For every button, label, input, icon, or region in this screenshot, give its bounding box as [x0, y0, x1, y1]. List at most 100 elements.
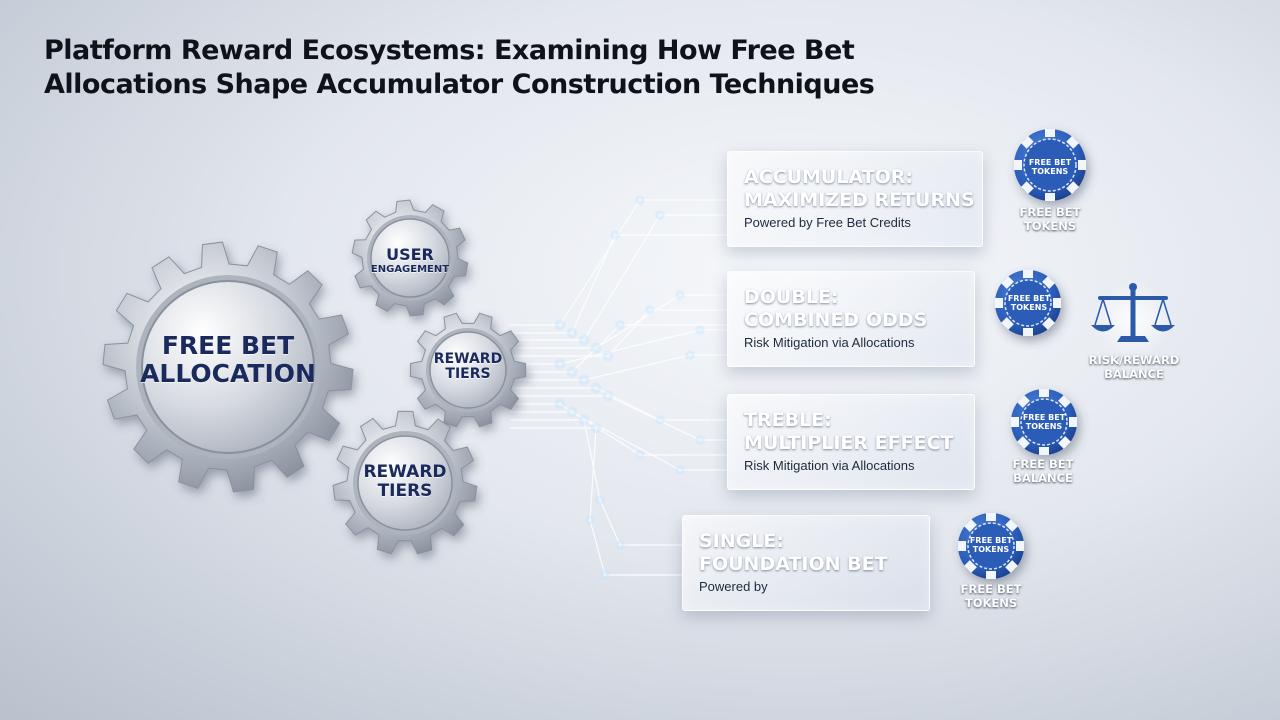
gear-tiers-small-line2: TIERS	[445, 366, 491, 383]
gear-tiers-bottom-line1: REWARD	[363, 462, 447, 482]
circuit-node	[594, 386, 598, 390]
poker-chip-icon	[1014, 129, 1086, 201]
circuit-node	[570, 410, 574, 414]
circuit-node-glow	[554, 398, 566, 410]
card-accumulator: ACCUMULATOR: MAXIMIZED RETURNS Powered b…	[727, 151, 983, 247]
card-accumulator-sub: Powered by Free Bet Credits	[744, 215, 911, 230]
circuit-node-glow	[675, 465, 685, 475]
poker-chip-icon	[958, 513, 1024, 579]
gear-free-bet-allocation	[102, 241, 354, 493]
card-single-line1: SINGLE:	[699, 530, 784, 552]
circuit-node	[570, 331, 574, 335]
card-treble-sub: Risk Mitigation via Allocations	[744, 458, 915, 473]
chip-1-label-line1: FREE BET	[1019, 205, 1081, 219]
circuit-node-glow	[566, 327, 578, 339]
poker-chip-icon	[995, 270, 1061, 336]
circuit-node	[606, 354, 610, 358]
circuit-node-glow	[695, 325, 705, 335]
chip-3-label: FREE BET BALANCE	[993, 457, 1093, 485]
chip-1-label: FREE BET TOKENS	[1000, 205, 1100, 233]
scale-label-line2: BALANCE	[1104, 367, 1164, 381]
circuit-node	[558, 323, 562, 327]
circuit-node-glow	[655, 415, 665, 425]
circuit-node	[570, 370, 574, 374]
circuit-node-glow	[695, 435, 705, 445]
chip-2-face: FREE BET TOKENS	[1004, 294, 1054, 312]
circuit-line	[510, 199, 727, 326]
circuit-node-glow	[578, 334, 590, 346]
card-treble: TREBLE: MULTIPLIER EFFECT Risk Mitigatio…	[727, 394, 975, 490]
circuit-line	[510, 329, 727, 365]
circuit-node	[698, 438, 702, 442]
chip-4-label: FREE BET TOKENS	[941, 582, 1041, 610]
circuit-node-glow	[595, 495, 605, 505]
chip-1-face-line2: TOKENS	[1031, 167, 1069, 176]
circuit-node	[594, 346, 598, 350]
circuit-node	[678, 293, 682, 297]
gear-reward-tiers-bottom	[332, 410, 478, 555]
title-line-2: Allocations Shape Accumulator Constructi…	[44, 69, 875, 100]
gear-main-line1: FREE BET	[161, 331, 295, 360]
circuit-node	[648, 308, 652, 312]
circuit-node	[582, 418, 586, 422]
circuit-node-glow	[685, 350, 695, 360]
circuit-line	[510, 309, 727, 357]
card-treble-line2: MULTIPLIER EFFECT	[744, 432, 954, 454]
card-double-sub: Risk Mitigation via Allocations	[744, 335, 915, 350]
gear-label-user-engagement: USER ENGAGEMENT	[360, 246, 460, 275]
circuit-node	[582, 338, 586, 342]
gear-user-engagement	[351, 199, 469, 317]
circuit-node	[558, 402, 562, 406]
chip-3-face-line2: TOKENS	[1025, 422, 1063, 431]
card-single-sub: Powered by	[699, 579, 768, 594]
circuit-node	[638, 453, 642, 457]
circuit-node-glow	[602, 350, 614, 362]
chip-2-face-line2: TOKENS	[1010, 303, 1048, 312]
circuit-node	[594, 426, 598, 430]
poker-chip-icon	[1011, 389, 1077, 455]
circuit-node-glow	[600, 570, 610, 580]
circuit-line	[510, 214, 727, 341]
card-double-line2: COMBINED ODDS	[744, 309, 928, 331]
chip-1-face: FREE BET TOKENS	[1025, 158, 1075, 176]
circuit-node-glow	[675, 290, 685, 300]
circuit-line	[510, 354, 727, 381]
circuit-line	[510, 411, 727, 471]
gear-label-free-bet-allocation: FREE BET ALLOCATION	[128, 332, 328, 387]
circuit-node	[582, 378, 586, 382]
scale-label-line1: RISK/REWARD	[1088, 353, 1180, 367]
circuit-line	[510, 395, 727, 441]
circuit-node-glow	[615, 540, 625, 550]
circuit-node	[558, 362, 562, 366]
chip-4-face: FREE BET TOKENS	[966, 536, 1016, 554]
balance-scale-icon	[1091, 282, 1175, 358]
circuit-node	[606, 394, 610, 398]
chip-1-label-line2: TOKENS	[1023, 219, 1077, 233]
circuit-node	[688, 353, 692, 357]
gear-reward-tiers-small	[409, 312, 527, 428]
gear-tiers-bottom-line2: TIERS	[377, 480, 433, 501]
circuit-node	[603, 573, 607, 577]
circuit-nodes	[554, 195, 705, 580]
circuit-node	[618, 543, 622, 547]
circuit-node	[658, 418, 662, 422]
circuit-node-glow	[585, 515, 595, 525]
chip-4-label-line2: TOKENS	[964, 596, 1018, 610]
chip-3-label-line1: FREE BET	[1012, 457, 1074, 471]
circuit-node	[678, 468, 682, 472]
gear-eng-line1: USER	[386, 245, 434, 264]
card-single: SINGLE: FOUNDATION BET Powered by	[682, 515, 930, 611]
chip-3-label-line2: BALANCE	[1013, 471, 1073, 485]
circuit-node	[638, 198, 642, 202]
card-double-line1: DOUBLE:	[744, 286, 839, 308]
page-title: Platform Reward Ecosystems: Examining Ho…	[44, 34, 1044, 102]
chip-1-face-line1: FREE BET	[1028, 158, 1072, 167]
circuit-node-glow	[610, 230, 620, 240]
card-accumulator-line2: MAXIMIZED RETURNS	[744, 189, 975, 211]
circuit-node-glow	[566, 406, 578, 418]
gear-label-reward-tiers-bottom: REWARD TIERS	[355, 463, 455, 500]
gear-tiers-small-line1: REWARD	[433, 351, 503, 367]
card-single-line2: FOUNDATION BET	[699, 553, 888, 575]
circuit-line	[510, 419, 682, 546]
